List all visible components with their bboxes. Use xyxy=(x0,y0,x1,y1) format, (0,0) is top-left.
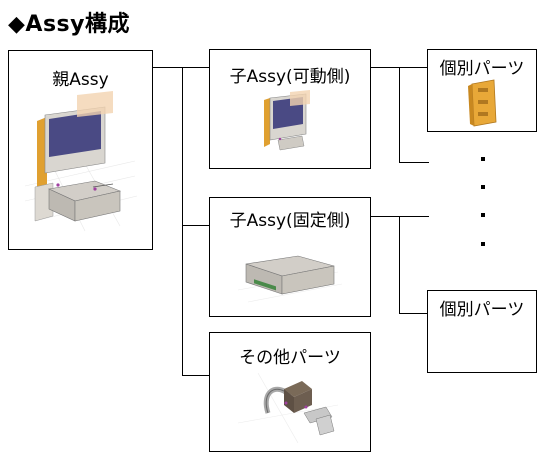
child-assy-fixed-box: 子Assy(固定側) xyxy=(209,197,371,317)
ellipsis-dot xyxy=(481,213,485,217)
individual-parts-bottom-label: 個別パーツ xyxy=(439,300,525,320)
connector-to-parts-top xyxy=(399,67,428,68)
connector-to-ellipsis-fixed xyxy=(399,216,429,217)
child-assy-movable-label: 子Assy(可動側) xyxy=(229,67,351,87)
child-assy-movable-box: 子Assy(可動側) xyxy=(209,49,371,169)
other-parts-label: その他パーツ xyxy=(239,348,341,368)
child-assy-movable-image xyxy=(264,90,310,151)
parent-assy-label: 親Assy xyxy=(52,70,109,90)
connector-parent-out xyxy=(152,67,183,68)
connector-fixed-trunk xyxy=(399,216,400,314)
connector-fixed-out xyxy=(370,216,400,217)
connector-to-parts-bottom xyxy=(399,313,428,314)
connector-movable-trunk xyxy=(399,67,400,163)
other-parts-box: その他パーツ xyxy=(209,332,371,452)
connector-trunk-main xyxy=(182,67,183,375)
individual-parts-top-label: 個別パーツ xyxy=(439,59,525,79)
page-title: ◆Assy構成 xyxy=(8,12,130,37)
connector-to-ellipsis-top xyxy=(399,162,429,163)
parent-assy-box: 親Assy xyxy=(8,50,153,250)
connector-to-fixed xyxy=(182,225,210,226)
child-assy-fixed-label: 子Assy(固定側) xyxy=(229,211,351,231)
individual-parts-top-box: 個別パーツ xyxy=(427,49,537,132)
individual-parts-bottom-box: 個別パーツ xyxy=(427,290,537,373)
ellipsis-dot xyxy=(481,185,485,189)
connector-to-other xyxy=(182,375,210,376)
ellipsis-dot xyxy=(481,242,485,246)
parent-assy-image xyxy=(24,91,138,232)
ellipsis-dot xyxy=(481,157,485,161)
connector-movable-out xyxy=(370,67,400,68)
other-parts-image xyxy=(237,372,339,444)
child-assy-fixed-image xyxy=(237,255,343,303)
connector-to-movable xyxy=(182,67,210,68)
individual-parts-top-image xyxy=(468,79,497,127)
